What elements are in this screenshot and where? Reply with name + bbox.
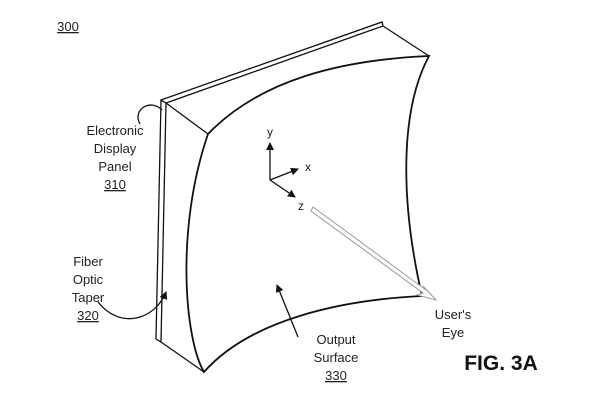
svg-text:Taper: Taper: [72, 290, 105, 305]
svg-text:User's: User's: [435, 307, 472, 322]
label-display-panel: Electronic Display Panel 310: [86, 123, 144, 192]
coordinate-axes: y x z: [266, 125, 311, 213]
fiber-optic-taper: [160, 25, 430, 373]
svg-text:Electronic: Electronic: [86, 123, 144, 138]
figure-caption: FIG. 3A: [464, 352, 538, 375]
svg-text:330: 330: [325, 368, 347, 383]
figure-ref-number: 300: [57, 19, 79, 34]
label-users-eye: User's Eye: [435, 307, 472, 340]
electronic-display-panel: [155, 21, 384, 344]
svg-text:Output: Output: [316, 332, 355, 347]
svg-text:Display: Display: [94, 141, 137, 156]
y-axis-label: y: [267, 125, 273, 139]
display-panel-leader: [137, 104, 163, 125]
x-axis-label: x: [305, 160, 311, 174]
z-axis-arrow: [269, 179, 296, 198]
fiber-taper-leader: [97, 291, 168, 320]
svg-text:Fiber: Fiber: [73, 254, 103, 269]
svg-text:Surface: Surface: [314, 350, 359, 365]
output-surface: [185, 55, 431, 374]
z-axis-label: z: [298, 199, 304, 213]
x-axis-arrow: [269, 167, 299, 181]
label-output-surface: Output Surface 330: [314, 332, 359, 383]
svg-text:310: 310: [104, 177, 126, 192]
svg-text:Eye: Eye: [442, 325, 464, 340]
svg-text:Panel: Panel: [98, 159, 131, 174]
svg-text:Optic: Optic: [73, 272, 104, 287]
output-surface-leader: [275, 284, 299, 338]
label-fiber-optic-taper: Fiber Optic Taper 320: [72, 254, 105, 323]
view-direction-arrow: [310, 206, 438, 301]
svg-text:320: 320: [77, 308, 99, 323]
